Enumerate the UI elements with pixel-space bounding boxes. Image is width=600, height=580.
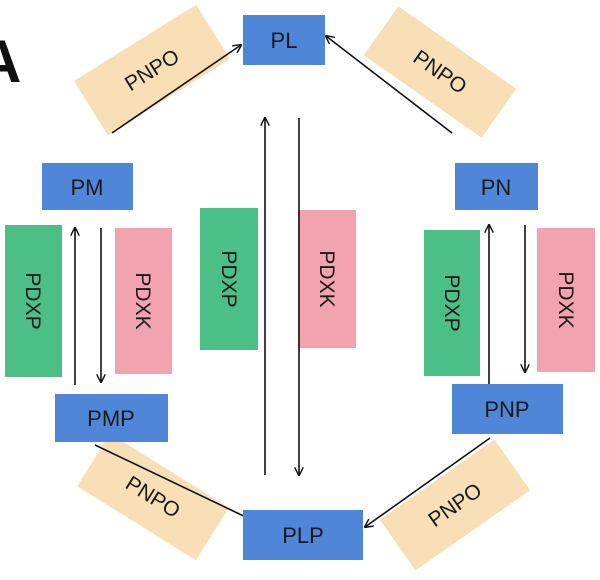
enzyme-box [379,439,531,571]
enzyme-box [537,228,595,372]
enzyme-box [115,228,172,374]
node-box [243,510,363,560]
arrow-pn-to-pl [326,36,453,134]
enzyme-label: PDXP [440,274,463,331]
enzyme-label: PDXP [217,250,240,307]
enzyme-pdxp-center: PDXP [200,208,258,350]
enzyme-box [77,433,229,561]
node-plp: PLP [243,510,363,560]
enzyme-box [424,230,480,376]
enzyme-pdxk-center: PDXK [298,210,356,348]
node-box [55,394,168,442]
node-label: PN [481,175,512,200]
enzyme-pnpo-bottom-left: PNPO [77,433,229,561]
node-box [243,15,325,65]
enzyme-pdxp-left: PDXP [5,225,62,377]
node-pn: PN [455,163,538,210]
node-label: PM [71,175,104,200]
panel-label: A [0,28,21,95]
node-pmp: PMP [55,394,168,442]
node-label: PNP [484,397,529,422]
reaction-arrows [75,36,525,527]
arrow-pmp-to-plp [94,444,252,520]
enzyme-label: PDXK [554,271,577,328]
enzyme-pdxk-right: PDXK [537,228,595,372]
enzyme-pnpo-top-right: PNPO [363,6,517,138]
node-label: PLP [282,523,324,548]
enzyme-label: PDXP [21,272,44,329]
node-pm: PM [42,163,133,210]
enzyme-label: PDXK [131,272,154,329]
enzyme-box [298,210,356,348]
node-label: PL [271,28,298,53]
node-label: PMP [87,406,135,431]
node-pl: PL [243,15,325,65]
enzyme-pnpo-bottom-right: PNPO [379,439,531,571]
node-pnp: PNP [452,384,563,434]
enzyme-box [200,208,258,350]
enzyme-box [73,4,231,136]
node-box [42,163,133,210]
node-box [455,163,538,210]
enzyme-box [363,6,517,138]
node-box [452,384,563,434]
enzyme-pdxk-left: PDXK [115,228,172,374]
enzyme-pnpo-top-left: PNPO [73,4,231,136]
enzyme-box [5,225,62,377]
arrow-pm-to-pl [111,45,241,134]
arrow-pnp-to-plp [365,437,491,527]
enzyme-pdxp-right: PDXP [424,230,480,376]
enzyme-label: PDXK [315,250,338,307]
